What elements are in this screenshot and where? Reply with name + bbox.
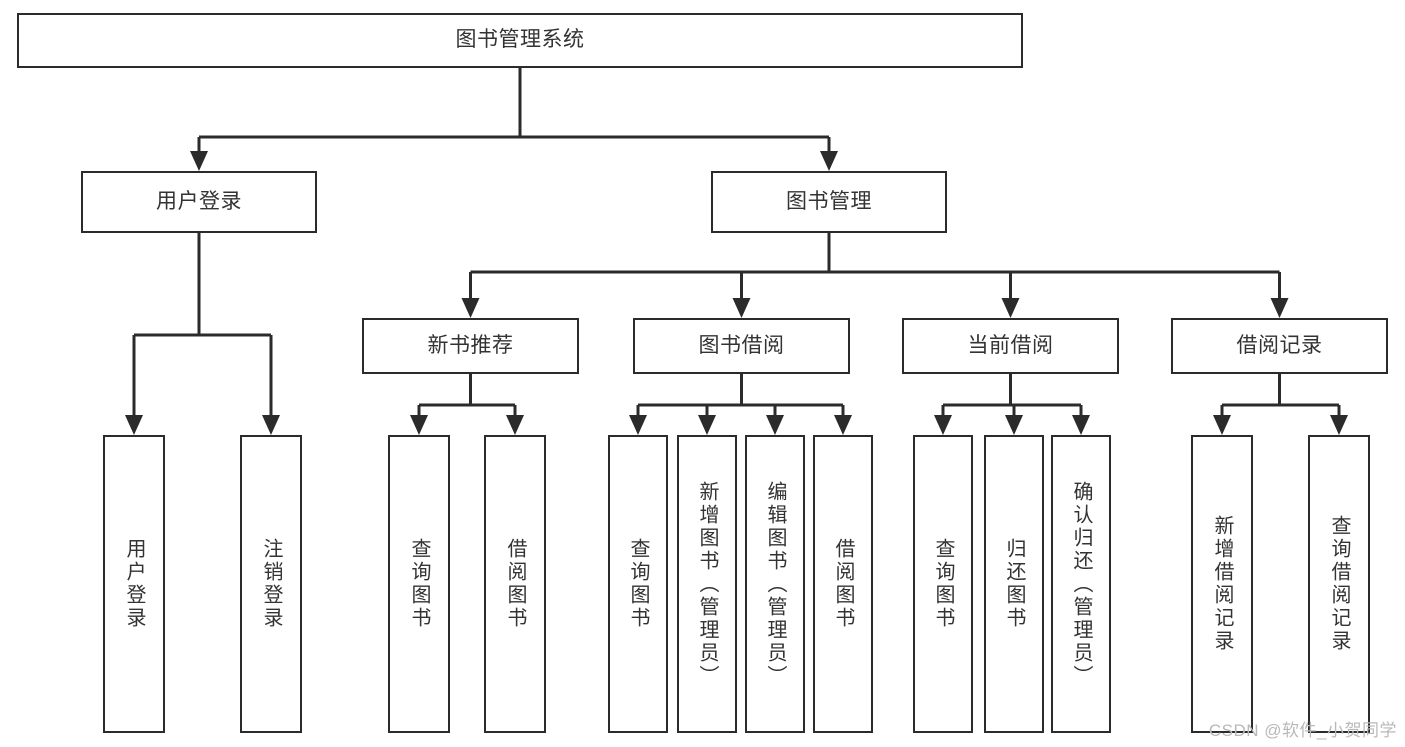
node-leaf-borrow-book-2[interactable]: 借阅图书 (813, 435, 873, 733)
node-leaf-add-book-admin[interactable]: 新增图书（管理员） (677, 435, 737, 733)
node-label-root: 图书管理系统 (455, 28, 585, 52)
node-leaf-logout[interactable]: 注销登录 (240, 435, 302, 733)
node-label-leaf-query-book-2: 查询图书 (627, 538, 649, 630)
arrowhead-leaf-user-login (125, 415, 143, 435)
node-label-leaf-add-record: 新增借阅记录 (1211, 515, 1233, 653)
arrowhead-leaf-edit-book-admin (766, 415, 784, 435)
arrowhead-leaf-borrow-book-1 (506, 415, 524, 435)
node-leaf-user-login[interactable]: 用户登录 (103, 435, 165, 733)
node-current-borrow[interactable]: 当前借阅 (902, 318, 1119, 374)
arrowhead-user-login (190, 151, 208, 171)
node-label-book-manage: 图书管理 (786, 189, 872, 213)
node-leaf-confirm-return-admin[interactable]: 确认归还（管理员） (1051, 435, 1111, 733)
arrowhead-leaf-add-record (1213, 415, 1231, 435)
arrowhead-leaf-return-book (1005, 415, 1023, 435)
node-label-user-login: 用户登录 (156, 189, 242, 213)
arrowhead-leaf-borrow-book-2 (834, 415, 852, 435)
node-label-leaf-borrow-book-1: 借阅图书 (504, 538, 526, 630)
node-leaf-return-book[interactable]: 归还图书 (984, 435, 1044, 733)
node-leaf-query-record[interactable]: 查询借阅记录 (1308, 435, 1370, 733)
node-label-new-book-rec: 新书推荐 (427, 333, 514, 357)
node-leaf-add-record[interactable]: 新增借阅记录 (1191, 435, 1253, 733)
arrowhead-leaf-confirm-return-admin (1072, 415, 1090, 435)
arrowhead-leaf-query-book-1 (410, 415, 428, 435)
node-label-leaf-query-book-3: 查询图书 (932, 538, 954, 630)
node-leaf-query-book-2[interactable]: 查询图书 (608, 435, 668, 733)
arrowhead-leaf-add-book-admin (698, 415, 716, 435)
arrowhead-leaf-query-book-3 (934, 415, 952, 435)
arrowhead-book-borrow (732, 298, 751, 318)
node-label-leaf-query-book-1: 查询图书 (408, 538, 430, 630)
node-user-login[interactable]: 用户登录 (81, 171, 317, 233)
node-new-book-rec[interactable]: 新书推荐 (362, 318, 579, 374)
node-root[interactable]: 图书管理系统 (17, 13, 1023, 68)
node-label-book-borrow: 图书借阅 (698, 333, 785, 357)
arrowhead-leaf-logout (262, 415, 280, 435)
arrowhead-leaf-query-record (1330, 415, 1348, 435)
node-book-borrow[interactable]: 图书借阅 (633, 318, 850, 374)
node-label-borrow-record: 借阅记录 (1236, 333, 1323, 357)
arrowhead-leaf-query-book-2 (629, 415, 647, 435)
node-label-leaf-query-record: 查询借阅记录 (1328, 515, 1350, 653)
node-book-manage[interactable]: 图书管理 (711, 171, 947, 233)
node-leaf-query-book-3[interactable]: 查询图书 (913, 435, 973, 733)
node-label-current-borrow: 当前借阅 (967, 333, 1054, 357)
node-label-leaf-logout: 注销登录 (260, 538, 282, 630)
node-label-leaf-return-book: 归还图书 (1003, 538, 1025, 630)
node-label-leaf-edit-book-admin: 编辑图书（管理员） (764, 480, 786, 688)
node-leaf-edit-book-admin[interactable]: 编辑图书（管理员） (745, 435, 805, 733)
node-label-leaf-borrow-book-2: 借阅图书 (832, 538, 854, 630)
node-label-leaf-add-book-admin: 新增图书（管理员） (696, 480, 718, 688)
node-leaf-borrow-book-1[interactable]: 借阅图书 (484, 435, 546, 733)
arrowhead-current-borrow (1001, 298, 1020, 318)
node-leaf-query-book-1[interactable]: 查询图书 (388, 435, 450, 733)
arrowhead-borrow-record (1270, 298, 1289, 318)
node-borrow-record[interactable]: 借阅记录 (1171, 318, 1388, 374)
node-label-leaf-user-login: 用户登录 (123, 538, 145, 630)
arrowhead-book-manage (820, 151, 838, 171)
node-label-leaf-confirm-return-admin: 确认归还（管理员） (1070, 480, 1092, 688)
arrowhead-new-book-rec (461, 298, 480, 318)
